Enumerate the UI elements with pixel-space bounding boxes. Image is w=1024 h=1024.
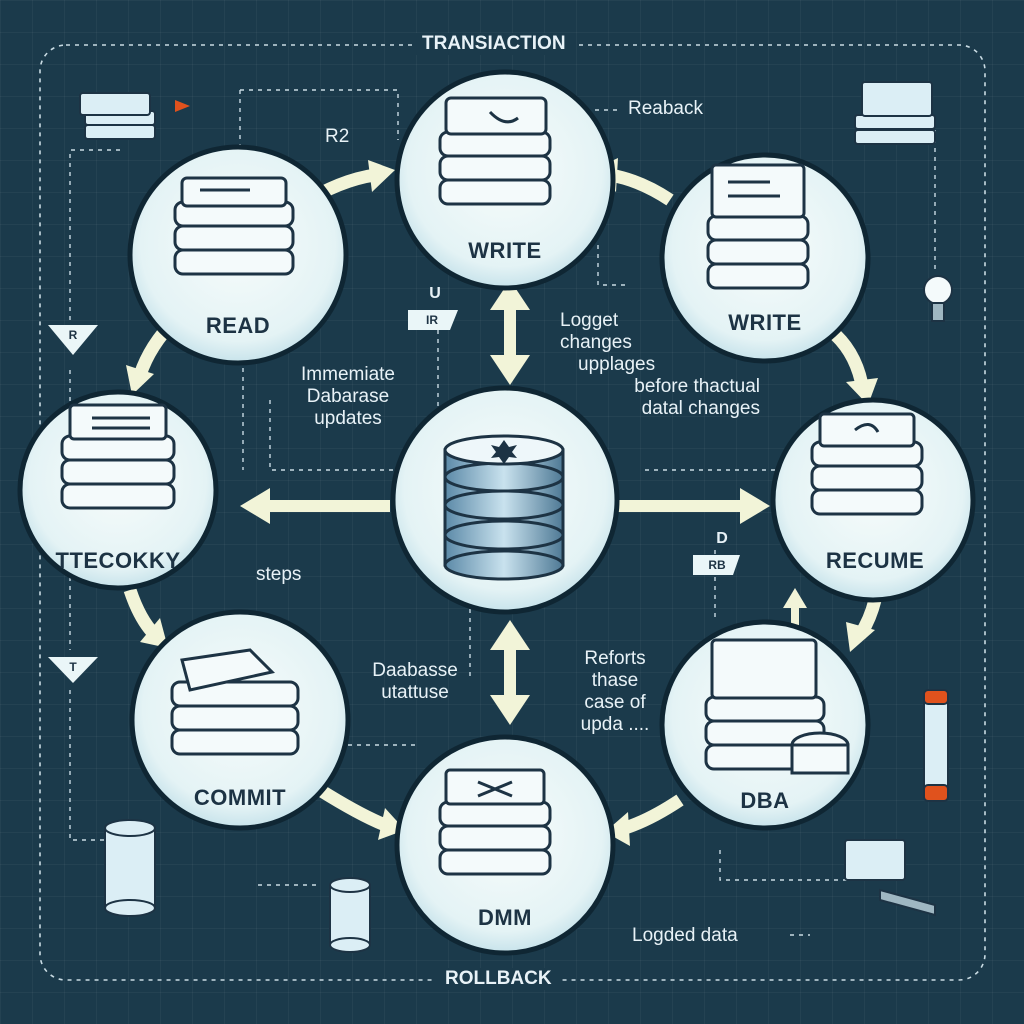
document-stack-icon [170,648,300,756]
frame-title-top: TRANSIACTION [412,33,576,55]
node-commit-label: COMMIT [194,785,286,810]
note-logged-changes: Logget changes upplages before thactual … [560,310,760,420]
note-line: Daabasse [372,660,458,681]
document-stack-icon [438,768,552,876]
paper-stack-icon [79,92,156,140]
decor-icons [79,81,953,953]
paper-stack-icon [854,81,936,145]
note-line: upda .... [580,714,650,735]
node-recume-label: RECUME [826,548,924,573]
database-icon [443,434,565,581]
label-logged-data: Logded data [632,925,738,946]
database-icon [104,819,156,917]
tag-u: U [429,285,441,302]
tag-t: T [69,660,77,674]
tag-d: D [716,530,728,547]
label-r2: R2 [325,126,350,147]
node-dba-label: DBA [740,788,789,813]
note-immediate-updates: Immemiate Dabarase updates [283,364,413,430]
note-line: upplages [578,354,656,375]
note-line: Dabarase [306,386,390,407]
frame-title-bottom: ROLLBACK [435,968,562,990]
note-line: datal changes [641,398,760,419]
document-stack-icon [704,638,850,775]
note-line: before thactual [634,376,760,397]
document-stack-icon [438,96,552,206]
document-stack-icon [810,412,924,516]
note-line: Reforts [584,648,646,669]
node-write-right-label: WRITE [728,310,801,335]
note-line: Logget [560,310,619,331]
tag-r: R [68,328,78,342]
tag-ir: IR [426,313,438,327]
node-read-label: READ [206,313,270,338]
note-database-status: Daabasse utattuse [360,660,470,704]
node-dmm-label: DMM [478,905,532,930]
node-left-label: TTECOKKY [56,548,181,573]
document-stack-icon [706,163,810,290]
note-line: case of [584,692,646,713]
database-icon [329,877,371,953]
stack-icons [60,96,924,876]
note-line: changes [560,332,632,353]
note-line: utattuse [381,682,449,703]
note-line: thase [591,670,639,691]
label-readback: Reaback [628,98,703,119]
flag-tags [48,310,740,683]
monitor-icon [844,839,936,917]
note-reforts: Reforts thase case of upda .... [560,648,670,736]
tag-rb: RB [708,558,726,572]
label-steps: steps [256,564,302,585]
document-stack-icon [173,176,295,276]
note-line: Immemiate [301,364,395,385]
node-write-top-label: WRITE [468,238,541,263]
document-stack-icon [60,403,176,510]
battery-icon [923,689,949,802]
lightbulb-icon [923,275,953,322]
note-line: updates [314,408,382,429]
